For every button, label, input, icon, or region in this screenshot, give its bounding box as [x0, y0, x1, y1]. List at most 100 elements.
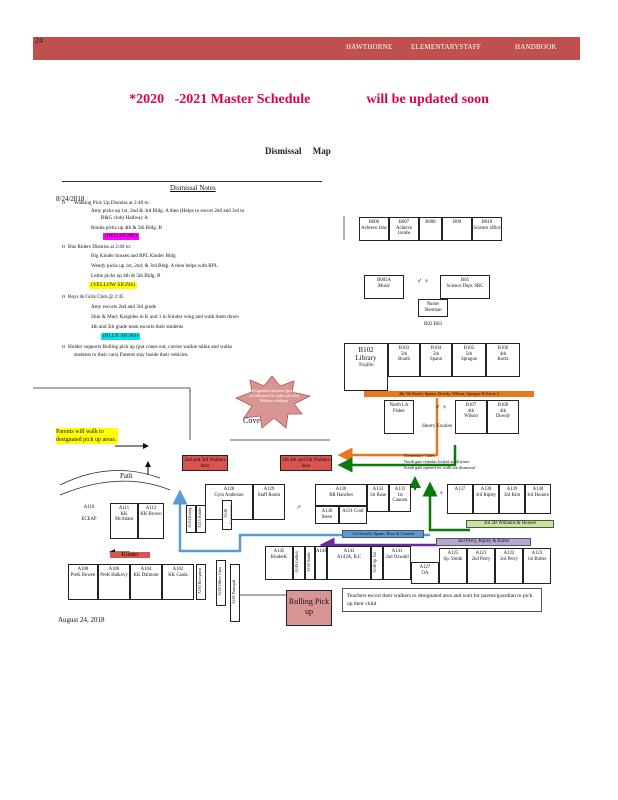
map-title: Dismissal Map: [265, 146, 331, 156]
north-la-room: North LA Fisher: [384, 400, 414, 434]
teachers-note: Teachers escort their walkers to designa…: [342, 588, 542, 612]
restroom-icon-b: ♂ ♀: [434, 403, 448, 411]
walking-item-1b: B&G club) Hallway A: [101, 215, 148, 221]
room-b008: B008: [419, 217, 442, 241]
b-staff: Sherry Escalee: [422, 424, 452, 429]
room-b02-b03: B02 B03: [424, 322, 442, 327]
bus-head: Bus Riders Dismiss at 2:40 to:: [68, 244, 132, 250]
kinder-tag: Kinder: [110, 552, 150, 558]
walkers-4th-5th: 5th 4th and 5th Walkers here: [280, 455, 332, 471]
bullet: o: [62, 244, 65, 250]
room-a137: A137: [447, 484, 473, 514]
restroom-icon: ♂ ♀: [416, 277, 430, 285]
bus-item-1: Big Kinder busses and RPL Kinder Bldg: [91, 253, 176, 259]
blue-signs-tag: (BLUE SIGNS): [101, 333, 141, 340]
room-a144: A144: [315, 546, 327, 580]
club-head: Boys & Girls Club @ 2:45: [68, 294, 124, 300]
room-a115: A115 Kinder: [196, 505, 206, 533]
gates-note-2: North gate remains locked at all times: [404, 459, 470, 464]
walking-head: Walking Pick Up Dismiss at 2:40 to:: [74, 200, 150, 206]
holder-note-b: students to their cars) Parents stay ins…: [74, 352, 189, 358]
bullet: o: [62, 294, 65, 300]
rolling-pickup-box: Rolling Pick up: [286, 590, 332, 626]
starburst-note: Designated teachers (per gr. Level) need…: [249, 388, 299, 404]
room-a100: A100 Office Gina: [216, 560, 226, 606]
walking-item-2: Ronda picks up 4th & 5th Bldg. B: [91, 225, 162, 231]
room-b09: B09: [442, 217, 472, 241]
parents-note: Parents will walk to designated pick up …: [56, 428, 118, 444]
cove-label: Cove: [243, 416, 260, 425]
purple-group-label: 2nd Perry, Ripley & Bolter: [436, 538, 531, 546]
room-a148: A148 Gymnasium: [222, 500, 232, 530]
path-label: Path: [120, 472, 133, 480]
bus-item-3: Lettie picks up 4th & 5th Bldg. B: [91, 273, 161, 279]
gates-note-1: Elementary Gates: [404, 453, 435, 458]
room-a149: A149 Gullick: [293, 546, 305, 580]
date-top: 8/24/2018: [56, 195, 85, 203]
walking-item-1: Amy picks up 1st, 2nd & 3rd Bldg. A then…: [91, 208, 245, 214]
room-a146: A146 Sp. Ed.: [371, 546, 383, 580]
notes-divider: [62, 181, 322, 182]
club-item-3: 4th and 5th grade team escorts their stu…: [91, 324, 184, 330]
club-item-2: Shin & Mary Kargides in K and 1 in Kinde…: [91, 314, 239, 320]
club-item-1: Amy escorts 2nd and 3rd grade: [91, 304, 156, 310]
blue-group-label: 1st Ozwald, Spann, Rose & Cannon: [342, 530, 424, 538]
date-bottom: August 24, 2018: [58, 616, 105, 624]
green-group-label: 3rd 2B Williams & Honore: [466, 520, 554, 528]
header-handbook: HANDBOOK: [515, 43, 557, 51]
room-a104-ewing: A104 Ewing: [186, 505, 196, 533]
nurse-room: Nurse/ Sherman: [418, 299, 448, 317]
restroom-icon-a2: ♂ ♀: [431, 489, 445, 497]
room-a101: A101 Principal: [230, 564, 240, 622]
schedule-title: *2020 -2021 Master Schedule will be upda…: [129, 92, 489, 107]
bus-item-2: Wendy picks up 1st, 2nd, & 3rd Bldg. A t…: [91, 263, 218, 269]
header-school: HAWTHORNE: [346, 43, 393, 51]
header-bar: HAWTHORNE ELEMENTARYSTAFF HANDBOOK: [33, 37, 580, 60]
room-a103: A103 Reception: [196, 564, 206, 600]
gates-note-3: South gate opened for walk out dismissal: [404, 465, 475, 470]
room-a150: A150 Smith: [305, 546, 315, 580]
header-staff: ELEMENTARYSTAFF: [411, 43, 481, 51]
notes-title: Dismissal Notes: [170, 184, 216, 192]
bullet: o: [62, 344, 65, 350]
orange-group-label: 4th 5th Booth, Spann, Dowdy, Wilson, Spr…: [364, 391, 534, 397]
room-a131: A131 Conf: [339, 506, 367, 524]
bullet: o: [62, 200, 65, 206]
page-number: 24: [35, 36, 43, 45]
restroom-icon-a: ♂: [296, 503, 302, 511]
red-signs-tag: (RED SIGNS): [103, 233, 139, 240]
